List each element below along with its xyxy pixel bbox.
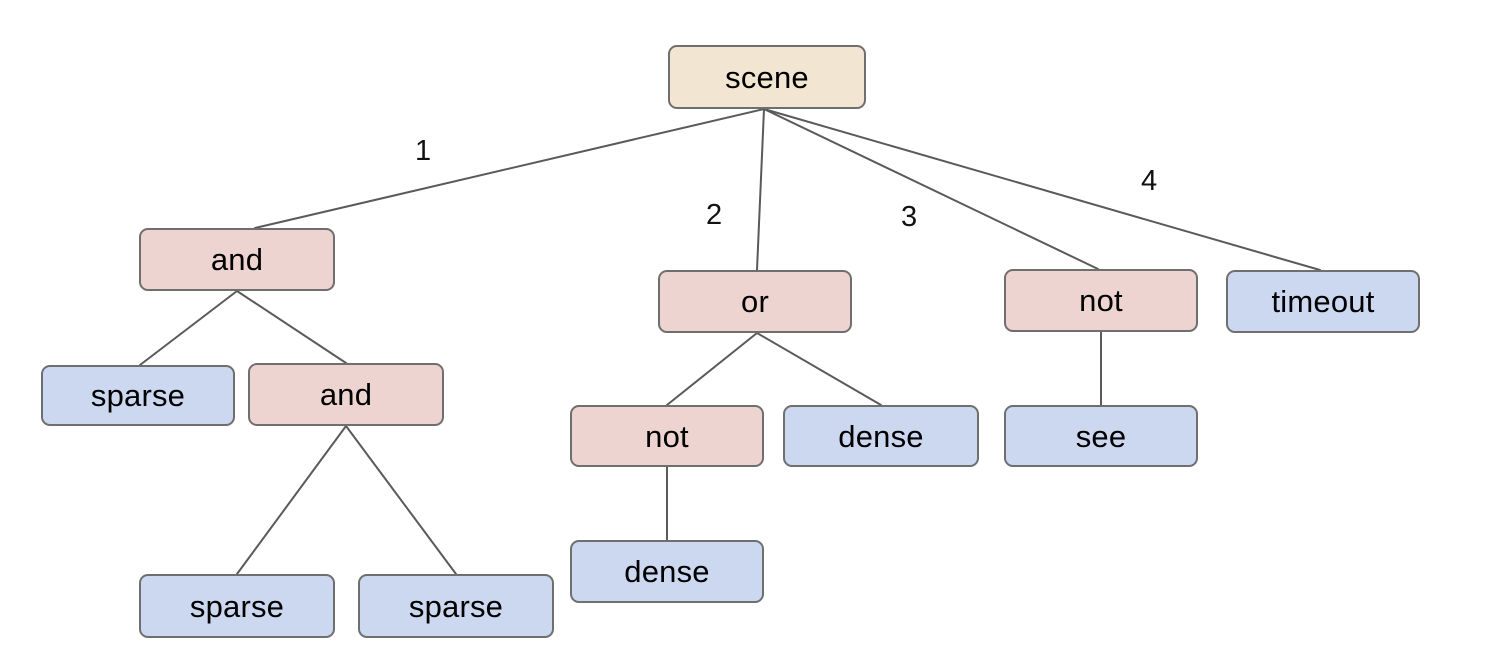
tree-node-label: not [1079,283,1123,318]
tree-edge-scene-not1 [763,108,1099,270]
tree-node-label: or [741,284,769,319]
tree-edge-or1-dense1 [756,332,882,406]
tree-node-label: dense [838,418,924,454]
tree-edge-scene-or1 [756,108,765,271]
tree-edge-or1-not2 [666,332,758,406]
tree-node-label: dense [624,554,710,589]
edge-label-1: 1 [415,135,432,167]
tree-node-see1[interactable]: see [1004,405,1198,467]
tree-node-label: and [319,377,373,412]
tree-node-and2[interactable]: and [248,363,444,426]
tree-node-dense2[interactable]: dense [570,540,764,603]
tree-edge-scene-timeout1 [763,108,1321,271]
tree-node-not2[interactable]: not [570,405,764,467]
edge-label-3: 3 [901,201,918,233]
tree-node-label: scene [725,59,809,95]
tree-edge-and1-sparse1 [139,290,238,366]
tree-edge-and1-and2 [236,290,347,364]
edge-label-2: 2 [706,199,723,231]
tree-node-or1[interactable]: or [658,270,852,333]
tree-edge-scene-and1 [254,108,765,229]
tree-node-label: and [210,242,264,277]
tree-edge-and2-sparse2 [236,425,347,575]
tree-node-label: not [645,418,689,454]
tree-node-sparse3[interactable]: sparse [358,574,554,638]
tree-node-dense1[interactable]: dense [783,405,979,467]
tree-node-label: sparse [189,588,285,624]
tree-node-timeout1[interactable]: timeout [1226,270,1420,333]
tree-node-sparse1[interactable]: sparse [41,365,235,426]
edge-label-4: 4 [1141,165,1158,197]
tree-node-label: timeout [1271,284,1375,319]
tree-node-and1[interactable]: and [139,228,335,291]
tree-edge-and2-sparse3 [345,425,457,575]
tree-node-sparse2[interactable]: sparse [139,574,335,638]
tree-node-not1[interactable]: not [1004,269,1198,332]
tree-node-label: sparse [408,588,504,624]
tree-node-label: see [1075,418,1127,454]
tree-node-scene[interactable]: scene [668,45,866,109]
tree-node-label: sparse [90,378,186,413]
